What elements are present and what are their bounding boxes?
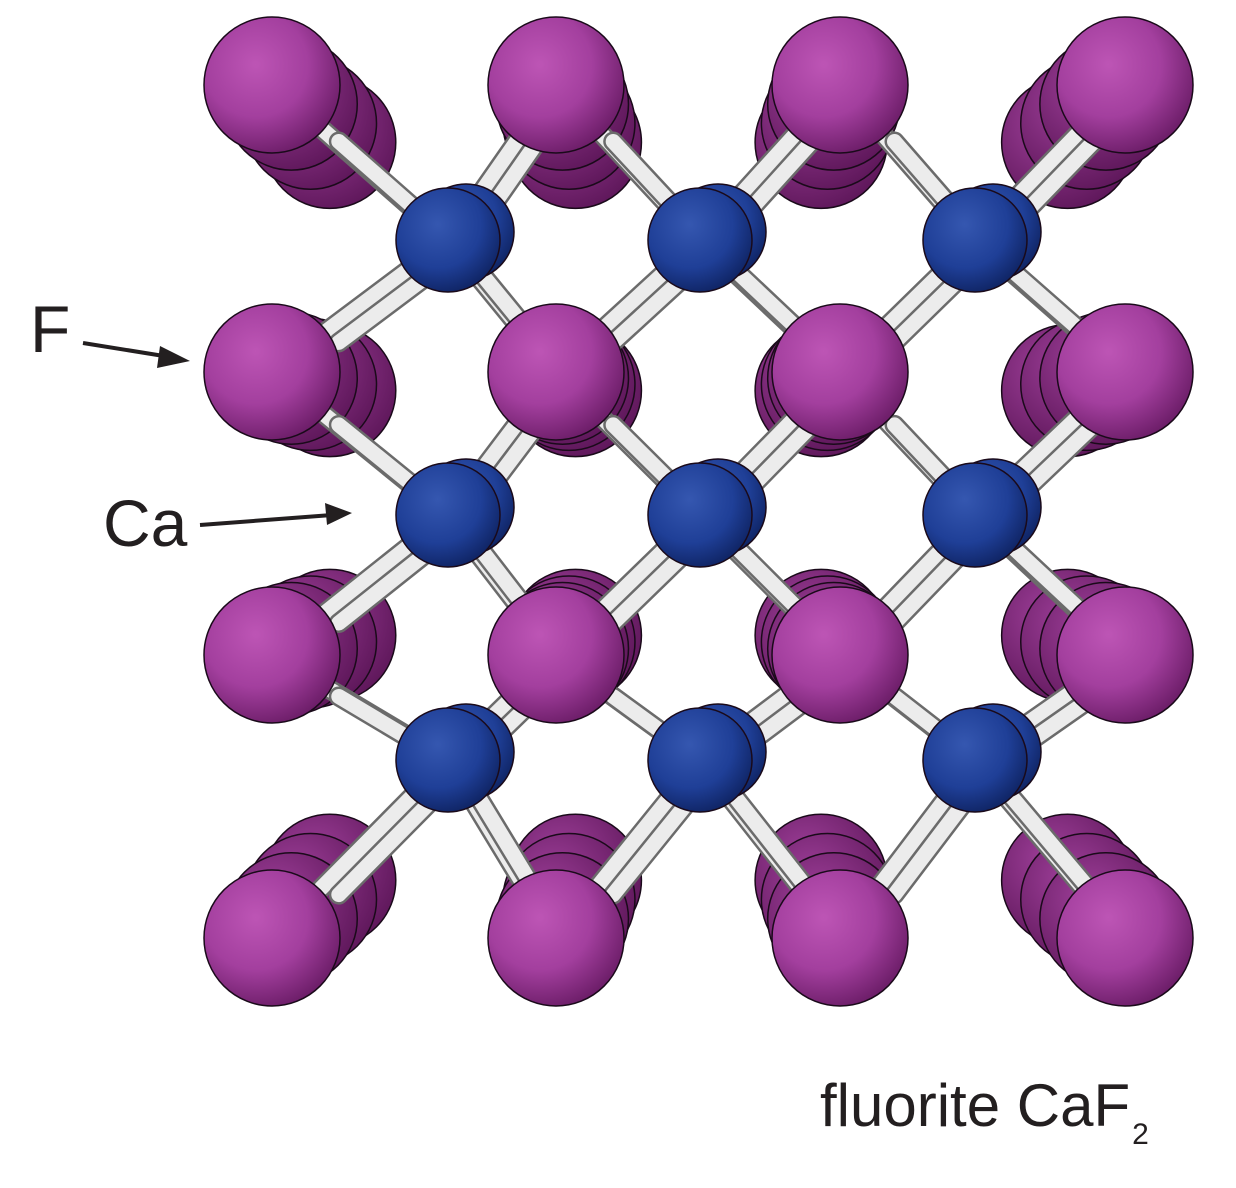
diagram-caption: fluorite CaF2	[820, 1076, 1149, 1165]
calcium-atom	[395, 707, 501, 813]
fluorine-atom	[771, 586, 909, 724]
calcium-atom	[922, 462, 1028, 568]
calcium-atom	[647, 187, 753, 293]
fluorine-atom	[487, 586, 625, 724]
fluorine-atom	[771, 303, 909, 441]
caption-subscript: 2	[1132, 1118, 1149, 1151]
fluorine-atom	[771, 16, 909, 154]
calcium-atom	[647, 707, 753, 813]
fluorine-atom	[487, 303, 625, 441]
fluorine-atom	[203, 869, 341, 1007]
calcium-atom	[922, 187, 1028, 293]
fluorine-atom	[1056, 586, 1194, 724]
fluorine-atom	[1056, 869, 1194, 1007]
calcium-atom	[395, 187, 501, 293]
fluorine-label: F	[30, 292, 71, 366]
fluorine-atom	[487, 869, 625, 1007]
fluorine-atoms	[203, 16, 1194, 1007]
fluorine-atom	[203, 303, 341, 441]
fluorine-atom	[203, 16, 341, 154]
ca-arrow	[199, 503, 352, 527]
fluorine-atom	[1056, 16, 1194, 154]
fluorine-atom	[487, 16, 625, 154]
calcium-label: Ca	[103, 486, 188, 560]
fluorine-atom	[771, 869, 909, 1007]
fluorine-atom	[1056, 303, 1194, 441]
fluorine-atom	[203, 586, 341, 724]
calcium-atoms	[395, 183, 1042, 813]
f-arrow	[82, 341, 190, 368]
caption-text: fluorite CaF	[820, 1072, 1131, 1139]
calcium-atom	[395, 462, 501, 568]
calcium-atom	[647, 462, 753, 568]
calcium-atom	[922, 707, 1028, 813]
